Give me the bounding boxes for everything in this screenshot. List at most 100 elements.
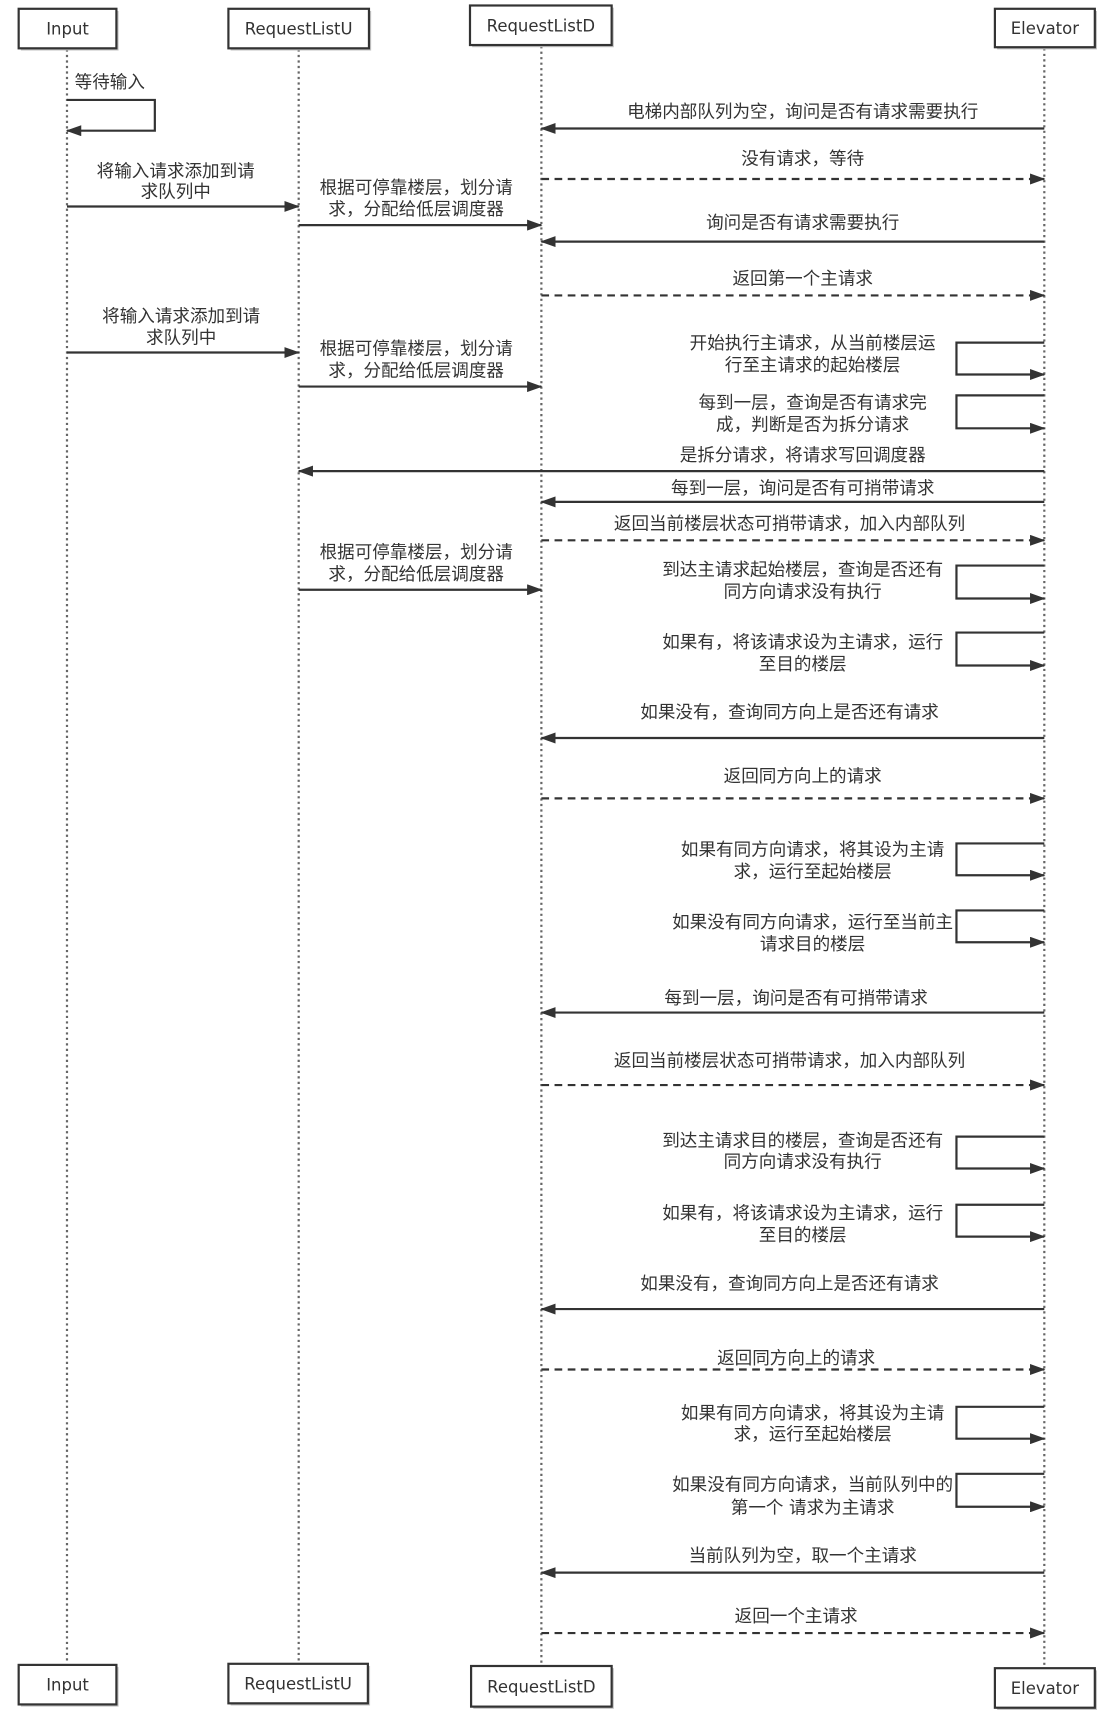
participant-elevator-top: Elevator (993, 7, 1098, 50)
participant-box (468, 4, 613, 47)
message-label: 每到一层，询问是否有可捎带请求 (671, 479, 934, 499)
participants-top-row: Input RequestListU RequestListD Elevator (17, 4, 1098, 51)
message-label: 返回同方向上的请求 (724, 767, 882, 787)
message-label: 求，运行至起始楼层 (734, 862, 892, 882)
self-message-arrow (955, 909, 1046, 948)
message-label: 返回第一个主请求 (732, 269, 872, 289)
self-message-arrow (955, 1203, 1046, 1243)
messages: 等待输入电梯内部队列为空，询问是否有请求需要执行没有请求，等待将输入请求添加到请… (65, 73, 1046, 1639)
message-label: 返回同方向上的请求 (717, 1349, 875, 1369)
message-label: 返回一个主请求 (735, 1607, 858, 1627)
call-message: 电梯内部队列为空，询问是否有请求需要执行 (540, 103, 1045, 134)
message-label: 第一个 请求为主请求 (731, 1498, 895, 1518)
message-label: 如果没有，查询同方向上是否还有请求 (640, 1274, 939, 1294)
self-message-arrow (955, 394, 1046, 434)
return-message: 返回一个主请求 (541, 1607, 1046, 1639)
message-label: 将输入请求添加到请 (102, 307, 260, 327)
participant-requestlistu-top: RequestListU (227, 7, 372, 51)
self-message-arrow (955, 1405, 1046, 1445)
call-message: 是拆分请求，将请求写回调度器 (297, 446, 1045, 477)
call-message: 当前队列为空，取一个主请求 (540, 1547, 1045, 1579)
message-label: 每到一层，查询是否有请求完 (698, 394, 926, 414)
message-label: 至目的楼层 (759, 1226, 847, 1246)
message-label: 当前队列为空，取一个主请求 (689, 1547, 917, 1567)
message-label: 到达主请求起始楼层，查询是否还有 (662, 560, 943, 580)
participant-elevator-bottom: Elevator (993, 1667, 1098, 1710)
call-message: 每到一层，询问是否有可捎带请求 (540, 989, 1045, 1019)
call-message: 询问是否有请求需要执行 (540, 213, 1045, 248)
return-message: 返回当前楼层状态可捎带请求，加入内部队列 (541, 514, 1046, 546)
message-label: 开始执行主请求，从当前楼层运 (690, 334, 936, 354)
self-message: 等待输入 (65, 73, 156, 137)
message-label: 返回当前楼层状态可捎带请求，加入内部队列 (614, 514, 965, 534)
participant-requestlistd-bottom: RequestListD (469, 1664, 614, 1709)
participant-name: Elevator (1011, 1679, 1079, 1698)
message-label: 求，分配给低层调度器 (328, 362, 504, 382)
participant-requestlistd-top: RequestListD (468, 4, 614, 48)
message-label: 如果有同方向请求，将其设为主请 (681, 1404, 944, 1424)
message-label: 求队列中 (141, 183, 211, 203)
participant-box (227, 1662, 369, 1705)
message-label: 求队列中 (146, 329, 216, 349)
participant-box (993, 7, 1096, 49)
participant-box (227, 7, 371, 50)
message-label: 行至主请求的起始楼层 (725, 356, 901, 376)
participant-box (17, 1663, 118, 1706)
message-label: 请求目的楼层 (760, 935, 865, 955)
message-label: 每到一层，询问是否有可捎带请求 (664, 989, 927, 1009)
return-message: 返回同方向上的请求 (541, 767, 1046, 804)
message-label: 根据可停靠楼层，划分请 (320, 178, 513, 198)
self-message-arrow (955, 631, 1046, 672)
message-label: 根据可停靠楼层，划分请 (320, 543, 513, 563)
return-message: 返回同方向上的请求 (541, 1349, 1046, 1375)
message-label: 求，分配给低层调度器 (328, 200, 504, 220)
participant-box (993, 1667, 1096, 1709)
return-message: 返回当前楼层状态可捎带请求，加入内部队列 (541, 1051, 1046, 1091)
message-label: 没有请求，等待 (741, 150, 864, 170)
self-message-arrow (65, 98, 156, 137)
participants-bottom-row: Input RequestListU RequestListD Elevator (17, 1662, 1098, 1710)
message-label: 是拆分请求，将请求写回调度器 (680, 446, 926, 466)
message-label: 如果有，将该请求设为主请求，运行 (662, 633, 943, 653)
participant-name: RequestListU (244, 1675, 352, 1694)
message-label: 求，分配给低层调度器 (328, 565, 504, 585)
self-message-arrow (955, 564, 1046, 605)
message-label: 如果有同方向请求，将其设为主请 (681, 841, 944, 861)
message-label: 根据可停靠楼层，划分请 (320, 340, 513, 360)
call-message: 如果没有，查询同方向上是否还有请求 (540, 703, 1045, 744)
message-label: 至目的楼层 (759, 655, 847, 675)
participant-input-bottom: Input (17, 1663, 119, 1707)
message-label: 询问是否有请求需要执行 (706, 213, 899, 233)
message-label: 到达主请求目的楼层，查询是否还有 (662, 1132, 943, 1152)
message-label: 等待输入 (75, 73, 145, 93)
participant-name: RequestListD (487, 1677, 595, 1696)
self-message-arrow (955, 1135, 1046, 1174)
return-message: 返回第一个主请求 (541, 269, 1046, 301)
lifelines (65, 46, 1046, 1668)
message-label: 如果没有，查询同方向上是否还有请求 (640, 703, 939, 723)
participant-requestlistu-bottom: RequestListU (227, 1662, 371, 1706)
return-message: 没有请求，等待 (541, 150, 1046, 185)
participant-box (469, 1664, 613, 1708)
self-message-arrow (955, 341, 1046, 380)
participant-name: Elevator (1011, 19, 1079, 38)
participant-name: Input (46, 20, 89, 39)
participant-name: RequestListD (487, 16, 595, 35)
call-message: 每到一层，询问是否有可捎带请求 (540, 479, 1045, 508)
message-label: 成，判断是否为拆分请求 (716, 415, 909, 435)
